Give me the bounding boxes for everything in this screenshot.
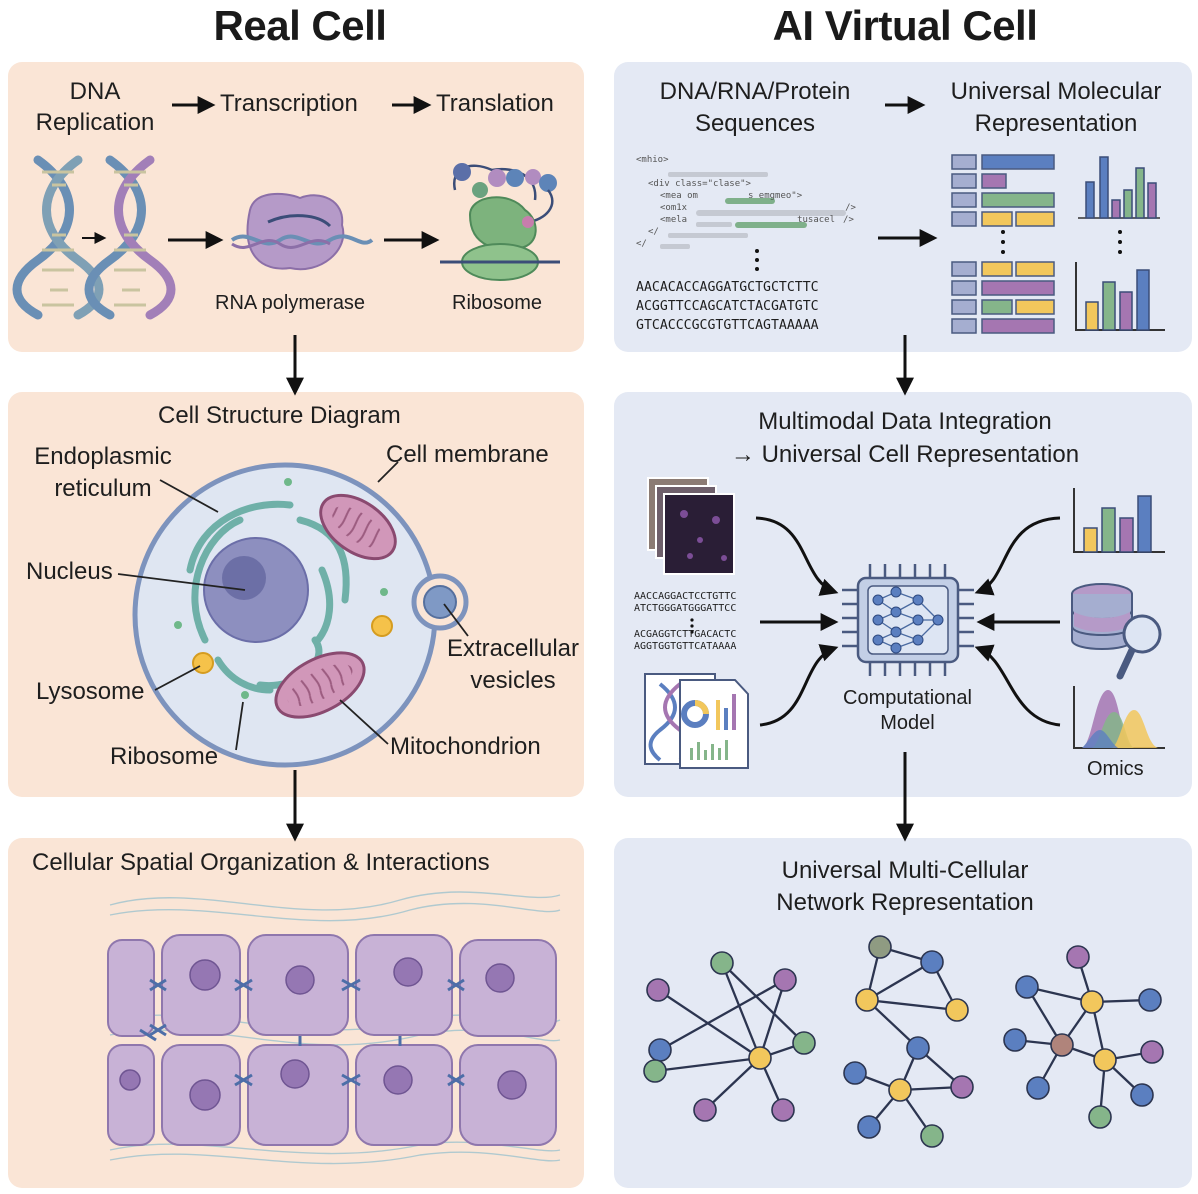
ribosome-translation-icon <box>440 163 560 281</box>
omics-distribution-icon <box>1073 686 1165 749</box>
extracellular-vesicles-label: Extracellular vesicles <box>446 635 580 694</box>
dna-replication-label: DNA Replication <box>35 78 155 136</box>
molecular-representation-label: Universal Molecular Representation <box>950 78 1162 137</box>
lysosome <box>192 652 214 674</box>
cell-network-graph-3 <box>1003 945 1164 1129</box>
endoplasmic-reticulum-label: Endoplasmic reticulum <box>34 443 172 502</box>
computational-model-chip-icon <box>842 564 974 676</box>
cell-network-graph-2 <box>843 935 974 1148</box>
dogma-arrows <box>168 96 440 249</box>
cell-structure-heading: Cell Structure Diagram <box>158 402 401 429</box>
rna-polymerase-label: RNA polymerase <box>215 292 366 314</box>
bar-chart-icon <box>1073 488 1165 553</box>
feature-bar-chart-top <box>1078 156 1160 219</box>
tissue-illustration <box>107 891 561 1165</box>
integration-arrows <box>755 516 1061 727</box>
computational-model-label: Computational Model <box>843 687 972 734</box>
translation-label: Translation <box>436 90 554 117</box>
ribosome-label-top: Ribosome <box>452 292 543 314</box>
mitochondrion-label: Mitochondrion <box>390 733 541 760</box>
cell-membrane-label: Cell membrane <box>386 441 549 468</box>
genomic-report-icon <box>644 673 749 769</box>
embedding-table-icon <box>951 154 1055 334</box>
integration-sequence-block: AACCAGGACTCCTGTTC ATCTGGGATGGGATTCC ACGA… <box>634 591 737 652</box>
ribosome-dots <box>174 478 388 699</box>
real-cell-title: Real Cell <box>213 2 387 49</box>
database-search-icon <box>1071 583 1162 680</box>
lysosome-label: Lysosome <box>36 678 145 705</box>
cell-network-graph-1 <box>643 951 816 1122</box>
dna-helix-icon <box>12 155 176 320</box>
network-representation-heading: Universal Multi-Cellular Network Represe… <box>776 857 1034 916</box>
multimodal-integration-heading: Multimodal Data Integration → Universal … <box>730 408 1080 468</box>
ai-virtual-cell-title: AI Virtual Cell <box>772 2 1038 49</box>
mitochondrion-top <box>319 493 397 561</box>
code-snippet-icon <box>660 172 846 249</box>
microscopy-image-stack-icon <box>647 477 735 575</box>
spatial-organization-heading: Cellular Spatial Organization & Interact… <box>32 849 490 876</box>
feature-bar-chart-bottom <box>1075 262 1165 331</box>
ribosome-label: Ribosome <box>110 743 219 770</box>
rna-polymerase-icon <box>230 192 374 271</box>
nucleus-label: Nucleus <box>26 558 113 585</box>
transcription-label: Transcription <box>220 90 358 117</box>
omics-label: Omics <box>1087 758 1144 780</box>
sequences-input-label: DNA/RNA/Protein Sequences <box>659 78 851 137</box>
leader-lines <box>117 461 469 751</box>
sequence-block: AACACACCAGGATGCTGCTCTTC ACGGTTCCAGCATCTA… <box>636 280 819 333</box>
cell-diagram <box>117 461 469 768</box>
